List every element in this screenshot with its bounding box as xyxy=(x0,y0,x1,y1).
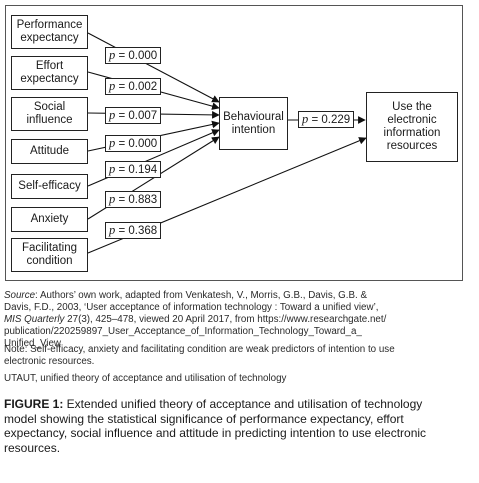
use-electronic-resources-box: Use the electronic information resources xyxy=(366,92,458,162)
p-value-label: p = 0.368 xyxy=(105,222,161,239)
p-value-label: p = 0.002 xyxy=(105,78,161,95)
source-label: Source xyxy=(4,290,36,301)
anxiety-box: Anxiety xyxy=(11,207,88,232)
source-text: Source: Authors’ own work, adapted from … xyxy=(4,290,387,349)
abbreviation-text: UTAUT, unified theory of acceptance and … xyxy=(4,373,287,384)
diagram-frame xyxy=(5,5,463,281)
note-text: Note: Self-efficacy, anxiety and facilit… xyxy=(4,344,395,367)
p-value-label: p = 0.229 xyxy=(298,111,354,128)
self-efficacy-box: Self-efficacy xyxy=(11,174,88,199)
p-value-label: p = 0.883 xyxy=(105,191,161,208)
p-value-label: p = 0.194 xyxy=(105,161,161,178)
arrow-performance-to-intention xyxy=(87,32,220,103)
p-value-label: p = 0.000 xyxy=(105,47,161,64)
journal-name: MIS Quarterly xyxy=(4,314,65,325)
caption-label: FIGURE 1: xyxy=(4,397,64,411)
p-value-label: p = 0.007 xyxy=(105,107,161,124)
figure-caption: FIGURE 1: Extended unified theory of acc… xyxy=(4,397,427,455)
p-value-label: p = 0.000 xyxy=(105,135,161,152)
attitude-box: Attitude xyxy=(11,139,88,164)
